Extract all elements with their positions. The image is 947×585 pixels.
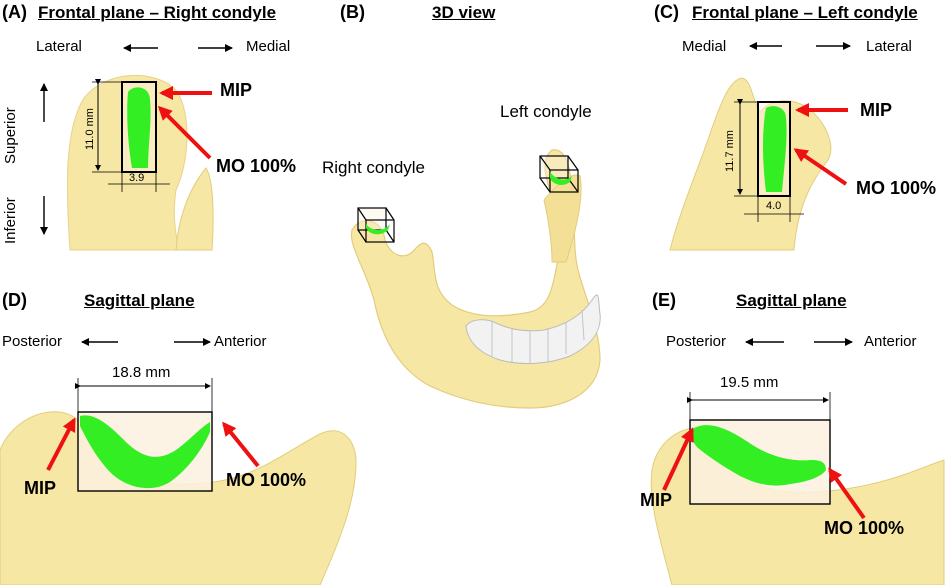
width-dim-label-c: 4.0 [766, 200, 782, 212]
mip-label-e: MIP [640, 490, 673, 510]
panel-e-graphic [650, 338, 945, 585]
panel-c-label: (C) [654, 2, 679, 22]
panel-c-graphic [669, 42, 851, 251]
right-condyle-box-3d [357, 207, 395, 243]
green-region-d [80, 415, 210, 489]
anterior-label-e: Anterior [864, 333, 917, 350]
mo-label-e: MO 100% [824, 518, 905, 538]
mo-arrow-e [828, 467, 866, 520]
inferior-label: Inferior [2, 197, 19, 244]
panel-b-label: (B) [340, 2, 365, 22]
tooth-divisions [491, 309, 585, 364]
mip-label-a: MIP [220, 80, 253, 100]
mip-label-c: MIP [860, 100, 893, 120]
teeth-row [465, 294, 601, 364]
mip-arrow-d [46, 417, 76, 471]
green-region-b-right [366, 224, 390, 235]
width-dim-label-a: 3.9 [129, 172, 145, 184]
medial-label-a: Medial [246, 38, 291, 55]
mo-arrow-a [157, 105, 212, 160]
posterior-label-d: Posterior [2, 333, 63, 350]
right-condyle-label: Right condyle [322, 158, 426, 177]
panel-d-label: (D) [2, 290, 27, 310]
width-dim-label-e: 19.5 mm [720, 374, 779, 391]
height-dim-label-c: 11.7 mm [724, 130, 736, 172]
mip-arrow-e [662, 427, 694, 491]
superior-label: Superior [2, 107, 19, 164]
left-condyle-frontal-bone [669, 77, 832, 251]
panel-a-title: Frontal plane – Right condyle [38, 3, 277, 22]
mo-arrow-c [793, 148, 848, 186]
anterior-label-d: Anterior [214, 333, 267, 350]
panel-d-graphic [0, 338, 357, 585]
green-region-a [127, 87, 151, 168]
left-condyle-box-3d [539, 155, 579, 193]
panel-e-label: (E) [652, 290, 676, 310]
left-condyle-label: Left condyle [500, 102, 592, 121]
green-region-c [763, 106, 787, 192]
mo-label-a: MO 100% [216, 156, 297, 176]
coronoid-process-a [175, 167, 214, 251]
posterior-label-e: Posterior [666, 333, 727, 350]
mip-label-d: MIP [24, 478, 57, 498]
panel-d-title: Sagittal plane [84, 291, 195, 310]
medial-label-c: Medial [682, 38, 727, 55]
panel-b-title: 3D view [432, 3, 496, 22]
lateral-label-c: Lateral [866, 38, 912, 55]
lateral-label-a: Lateral [36, 38, 82, 55]
panel-e-title: Sagittal plane [736, 291, 847, 310]
panel-c-title: Frontal plane – Left condyle [692, 3, 918, 22]
green-region-e [691, 425, 826, 486]
panel-a-label: (A) [2, 2, 27, 22]
panel-a-graphic [40, 44, 233, 251]
green-region-b-left [550, 172, 572, 185]
width-dim-label-d: 18.8 mm [112, 364, 171, 381]
panel-b-graphic [350, 149, 601, 409]
mo-label-c: MO 100% [856, 178, 937, 198]
height-dim-label-a: 11.0 mm [84, 108, 96, 150]
mo-label-d: MO 100% [226, 470, 307, 490]
mo-arrow-d [222, 421, 260, 468]
